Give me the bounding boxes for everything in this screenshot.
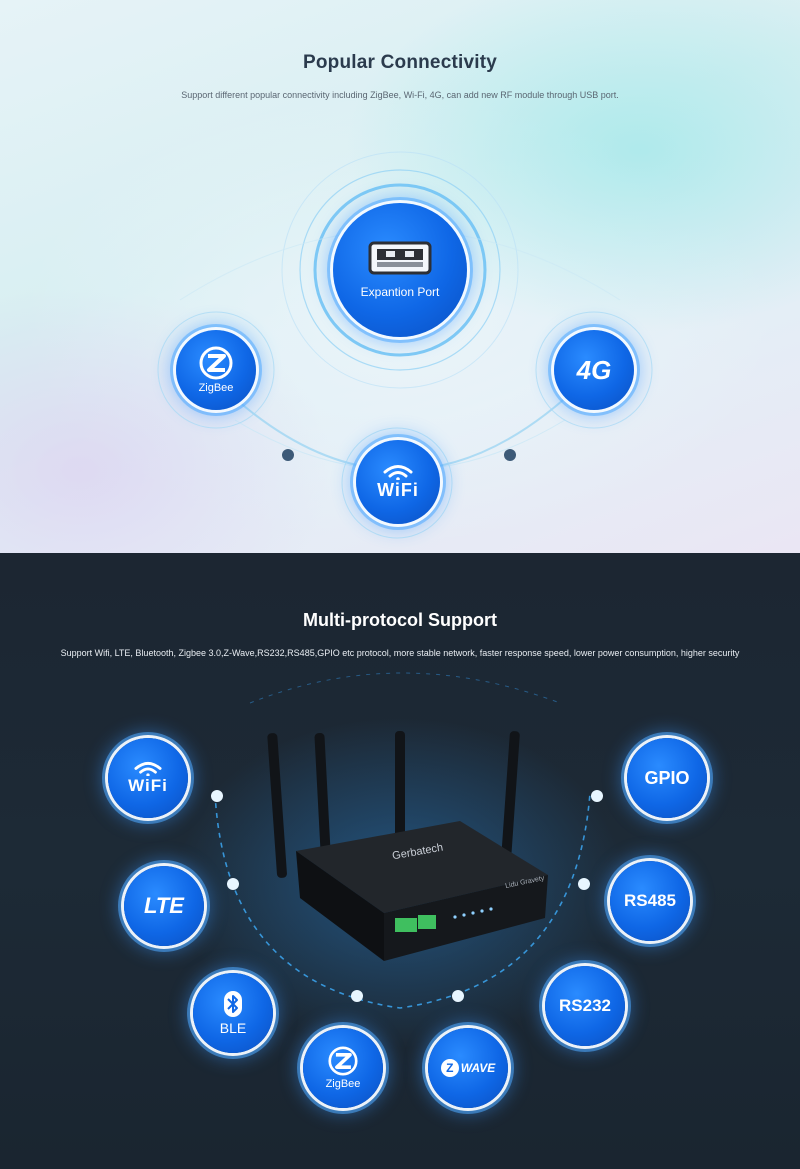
- zwave-protocol-label: WAVE: [460, 1061, 496, 1075]
- zwave-protocol-node: Z WAVE: [428, 1028, 508, 1108]
- zigbee-protocol-node: ZigBee: [303, 1028, 383, 1108]
- bluetooth-icon: [224, 990, 242, 1017]
- zwave-z-badge: Z: [440, 1059, 459, 1077]
- router-illustration: [267, 731, 548, 961]
- zigbee-icon: [199, 346, 233, 380]
- zigbee-protocol-label: ZigBee: [325, 1078, 361, 1090]
- ble-protocol-label: BLE: [219, 1019, 247, 1036]
- lte-protocol-label: LTE: [144, 893, 184, 918]
- wifi-label: WiFi: [377, 479, 419, 500]
- 4g-label: 4G: [576, 354, 612, 385]
- usb-port-icon: [368, 241, 432, 275]
- wifi-node: WiFi: [356, 440, 440, 524]
- ble-protocol-node: BLE: [193, 973, 273, 1053]
- wifi-icon: [134, 761, 162, 776]
- zigbee-icon: [328, 1046, 358, 1076]
- section-title: Popular Connectivity: [302, 52, 498, 73]
- zwave-logo: Z WAVE: [440, 1059, 496, 1077]
- expansion-port-label: Expantion Port: [360, 285, 440, 299]
- wifi-protocol-node: WiFi: [108, 738, 188, 818]
- rs232-protocol-label: RS232: [559, 996, 611, 1015]
- lte-protocol-node: LTE: [124, 866, 204, 946]
- expansion-port-node: Expantion Port: [333, 203, 467, 337]
- rs485-protocol-node: RS485: [610, 861, 690, 941]
- rs485-protocol-label: RS485: [624, 891, 676, 910]
- section-subtitle: Support different popular connectivity i…: [181, 90, 619, 100]
- wifi-icon: [383, 464, 413, 480]
- zigbee-label: ZigBee: [198, 382, 234, 394]
- gpio-protocol-node: GPIO: [627, 738, 707, 818]
- wifi-protocol-label: WiFi: [128, 775, 168, 795]
- 4g-node: 4G: [554, 330, 634, 410]
- protocol-orbit-decor: [211, 672, 603, 1009]
- zigbee-node: ZigBee: [176, 330, 256, 410]
- multi-protocol-section: Multi-protocol Support Support Wifi, LTE…: [0, 553, 800, 1169]
- popular-connectivity-section: Popular Connectivity Support different p…: [0, 0, 800, 553]
- gpio-protocol-label: GPIO: [644, 767, 690, 788]
- section-subtitle: Support Wifi, LTE, Bluetooth, Zigbee 3.0…: [60, 648, 740, 658]
- rs232-protocol-node: RS232: [545, 966, 625, 1046]
- section-title: Multi-protocol Support: [303, 610, 497, 630]
